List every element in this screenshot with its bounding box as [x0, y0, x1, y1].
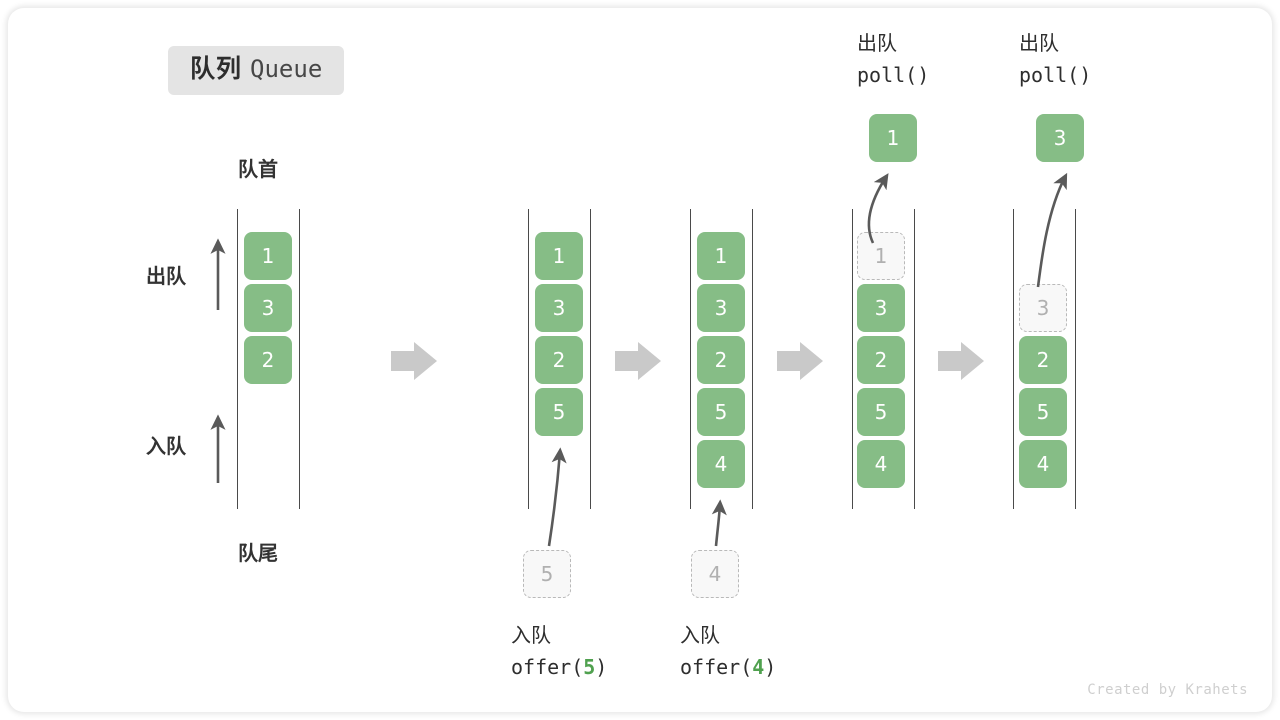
queue-cell: 5 — [857, 388, 905, 436]
queue-rail-right — [752, 209, 753, 509]
dequeue-direction-label: 出队 — [146, 266, 186, 288]
operation-label-code: poll() — [857, 63, 929, 87]
operation-label-poll-3: 出队 poll() — [1019, 29, 1091, 92]
queue-rail-left — [852, 209, 853, 509]
queue-cell: 5 — [1019, 388, 1067, 436]
operation-code-value: 5 — [583, 655, 596, 679]
operation-label-offer-5: 入队 offer(5) — [511, 621, 607, 684]
queue-cell: 2 — [244, 336, 292, 384]
operation-code-value: 4 — [752, 655, 765, 679]
queue-rail-right — [590, 209, 591, 509]
operation-code-prefix: poll( — [1019, 63, 1080, 87]
operation-label-code: offer(5) — [511, 655, 607, 679]
enqueue-direction-label: 入队 — [146, 436, 186, 458]
queue-cell: 3 — [857, 284, 905, 332]
incoming-element-ghost: 4 — [691, 550, 739, 598]
operation-label-cn: 出队 — [857, 33, 897, 55]
queue-cell-removed-ghost: 3 — [1019, 284, 1067, 332]
diagram-title-en: Queue — [250, 55, 323, 83]
queue-rail-right — [299, 209, 300, 509]
attribution-footer: Created by Krahets — [1087, 682, 1248, 698]
queue-rail-left — [1013, 209, 1014, 509]
operation-code-suffix: ) — [764, 655, 777, 679]
queue-rail-right — [1075, 209, 1076, 509]
queue-cell: 3 — [535, 284, 583, 332]
queue-cell: 4 — [857, 440, 905, 488]
operation-code-suffix: ) — [595, 655, 608, 679]
operation-code-prefix: offer( — [680, 655, 753, 679]
operation-label-cn: 入队 — [680, 625, 720, 647]
queue-rail-left — [690, 209, 691, 509]
popped-element: 1 — [869, 114, 917, 162]
operation-code-suffix: ) — [917, 63, 930, 87]
operation-code-prefix: poll( — [857, 63, 918, 87]
queue-cell: 2 — [1019, 336, 1067, 384]
operation-code-suffix: ) — [1079, 63, 1092, 87]
queue-head-label: 队首 — [238, 159, 278, 181]
operation-label-cn: 入队 — [511, 625, 551, 647]
queue-cell: 1 — [697, 232, 745, 280]
queue-rail-left — [237, 209, 238, 509]
operation-label-cn: 出队 — [1019, 33, 1059, 55]
diagram-card — [8, 8, 1272, 712]
operation-label-poll-1: 出队 poll() — [857, 29, 929, 92]
queue-cell: 4 — [1019, 440, 1067, 488]
queue-cell: 3 — [697, 284, 745, 332]
diagram-title-cn: 队列 — [190, 55, 243, 83]
queue-cell: 4 — [697, 440, 745, 488]
queue-rail-left — [528, 209, 529, 509]
operation-label-code: offer(4) — [680, 655, 776, 679]
operation-code-prefix: offer( — [511, 655, 584, 679]
queue-cell: 2 — [697, 336, 745, 384]
queue-cell: 1 — [244, 232, 292, 280]
queue-cell: 2 — [857, 336, 905, 384]
popped-element: 3 — [1036, 114, 1084, 162]
queue-rail-right — [914, 209, 915, 509]
operation-label-code: poll() — [1019, 63, 1091, 87]
queue-cell: 1 — [535, 232, 583, 280]
queue-cell: 5 — [697, 388, 745, 436]
queue-cell-removed-ghost: 1 — [857, 232, 905, 280]
operation-label-offer-4: 入队 offer(4) — [680, 621, 776, 684]
incoming-element-ghost: 5 — [523, 550, 571, 598]
queue-cell: 5 — [535, 388, 583, 436]
queue-cell: 3 — [244, 284, 292, 332]
queue-tail-label: 队尾 — [238, 543, 278, 565]
queue-cell: 2 — [535, 336, 583, 384]
